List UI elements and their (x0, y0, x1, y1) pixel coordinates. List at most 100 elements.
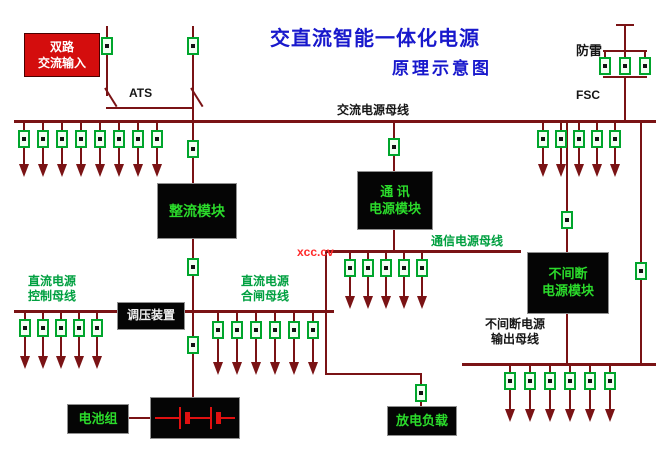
feeder-arrow-icon (19, 164, 29, 177)
wire-line (604, 52, 606, 59)
wire-line (644, 52, 646, 59)
breaker-contact-dot (216, 328, 220, 332)
wire-line (325, 252, 327, 312)
breaker-contact-dot (392, 145, 396, 149)
breaker-icon (344, 259, 356, 277)
breaker-contact-dot (366, 266, 370, 270)
wire-line (624, 52, 626, 59)
feeder-arrow-icon (592, 164, 602, 177)
bus-line (603, 76, 647, 78)
breaker-icon (101, 37, 113, 55)
breaker-contact-dot (23, 326, 27, 330)
breaker-icon (187, 258, 199, 276)
breaker-icon (19, 319, 31, 337)
wire-line (624, 78, 626, 122)
breaker-icon (18, 130, 30, 148)
breaker-contact-dot (77, 326, 81, 330)
battery-cell-icon (179, 407, 181, 429)
ups-output-bus-line2: 输出母线 (490, 332, 539, 346)
watermark: xcc.cv (297, 245, 334, 259)
ups-module-line1: 不间断 (548, 266, 588, 282)
feeder-arrow-icon (92, 356, 102, 369)
breaker-icon (307, 321, 319, 339)
battery-cell-icon (210, 407, 212, 429)
feeder-arrow-icon (251, 362, 261, 375)
breaker-contact-dot (191, 44, 195, 48)
breaker-contact-dot (419, 391, 423, 395)
breaker-icon (609, 130, 621, 148)
breaker-contact-dot (117, 137, 121, 141)
feeder-arrow-icon (38, 164, 48, 177)
breaker-contact-dot (613, 137, 617, 141)
breaker-icon (56, 130, 68, 148)
wire-line (624, 26, 626, 52)
bus-line (126, 417, 152, 419)
breaker-contact-dot (95, 326, 99, 330)
comm-bus-label: 通信电源母线 (431, 234, 504, 248)
feeder-arrow-icon (381, 296, 391, 309)
rectifier-module-box: 整流模块 (157, 183, 237, 239)
breaker-icon (635, 262, 647, 280)
breaker-contact-dot (22, 137, 26, 141)
breaker-icon (362, 259, 374, 277)
feeder-arrow-icon (345, 296, 355, 309)
dc-control-bus-label: 直流电源 控制母线 (28, 274, 76, 304)
breaker-icon (524, 372, 536, 390)
breaker-contact-dot (60, 137, 64, 141)
feeder-arrow-icon (76, 164, 86, 177)
feeder-arrow-icon (56, 356, 66, 369)
feeder-arrow-icon (232, 362, 242, 375)
dual-ac-input-line2: 交流输入 (37, 56, 86, 70)
dual-ac-input-box: 双路 交流输入 (24, 33, 100, 77)
wire-line (640, 122, 642, 365)
comm-power-module-line1: 通 讯 (380, 183, 410, 199)
breaker-contact-dot (608, 379, 612, 383)
breaker-contact-dot (508, 379, 512, 383)
breaker-icon (544, 372, 556, 390)
feeder-arrow-icon (525, 409, 535, 422)
feeder-arrow-icon (213, 362, 223, 375)
ac-bus-label: 交流电源母线 (337, 103, 410, 117)
feeder-arrow-icon (270, 362, 280, 375)
breaker-contact-dot (348, 266, 352, 270)
breaker-contact-dot (292, 328, 296, 332)
diagram-subtitle: 原理示意图 (392, 59, 492, 78)
breaker-contact-dot (98, 137, 102, 141)
bus-line (616, 24, 634, 26)
ats-label: ATS (129, 86, 153, 100)
breaker-contact-dot (548, 379, 552, 383)
breaker-contact-dot (191, 147, 195, 151)
breaker-icon (415, 384, 427, 402)
dc-closing-bus-line1: 直流电源 (241, 274, 290, 288)
fsc-label: FSC (576, 88, 600, 102)
breaker-contact-dot (559, 137, 563, 141)
breaker-icon (604, 372, 616, 390)
breaker-icon (639, 57, 651, 75)
feeder-arrow-icon (505, 409, 515, 422)
battery-cell-icon (155, 417, 179, 419)
breaker-contact-dot (79, 137, 83, 141)
wire-line (325, 313, 327, 375)
breaker-contact-dot (568, 379, 572, 383)
breaker-contact-dot (254, 328, 258, 332)
wire-line (106, 26, 108, 96)
breaker-icon (584, 372, 596, 390)
comm-power-module-line2: 电源模块 (368, 200, 421, 216)
breaker-contact-dot (59, 326, 63, 330)
breaker-contact-dot (603, 64, 607, 68)
voltage-regulator-label: 调压装置 (126, 308, 175, 323)
ups-output-bus-line1: 不间断电源 (484, 317, 545, 331)
breaker-contact-dot (41, 137, 45, 141)
breaker-contact-dot (105, 44, 109, 48)
feeder-arrow-icon (74, 356, 84, 369)
breaker-contact-dot (639, 269, 643, 273)
feeder-arrow-icon (133, 164, 143, 177)
breaker-icon (212, 321, 224, 339)
feeder-arrow-icon (585, 409, 595, 422)
breaker-contact-dot (191, 265, 195, 269)
breaker-icon (561, 211, 573, 229)
breaker-contact-dot (191, 343, 195, 347)
breaker-icon (75, 130, 87, 148)
voltage-regulator-box: 调压装置 (117, 302, 185, 330)
